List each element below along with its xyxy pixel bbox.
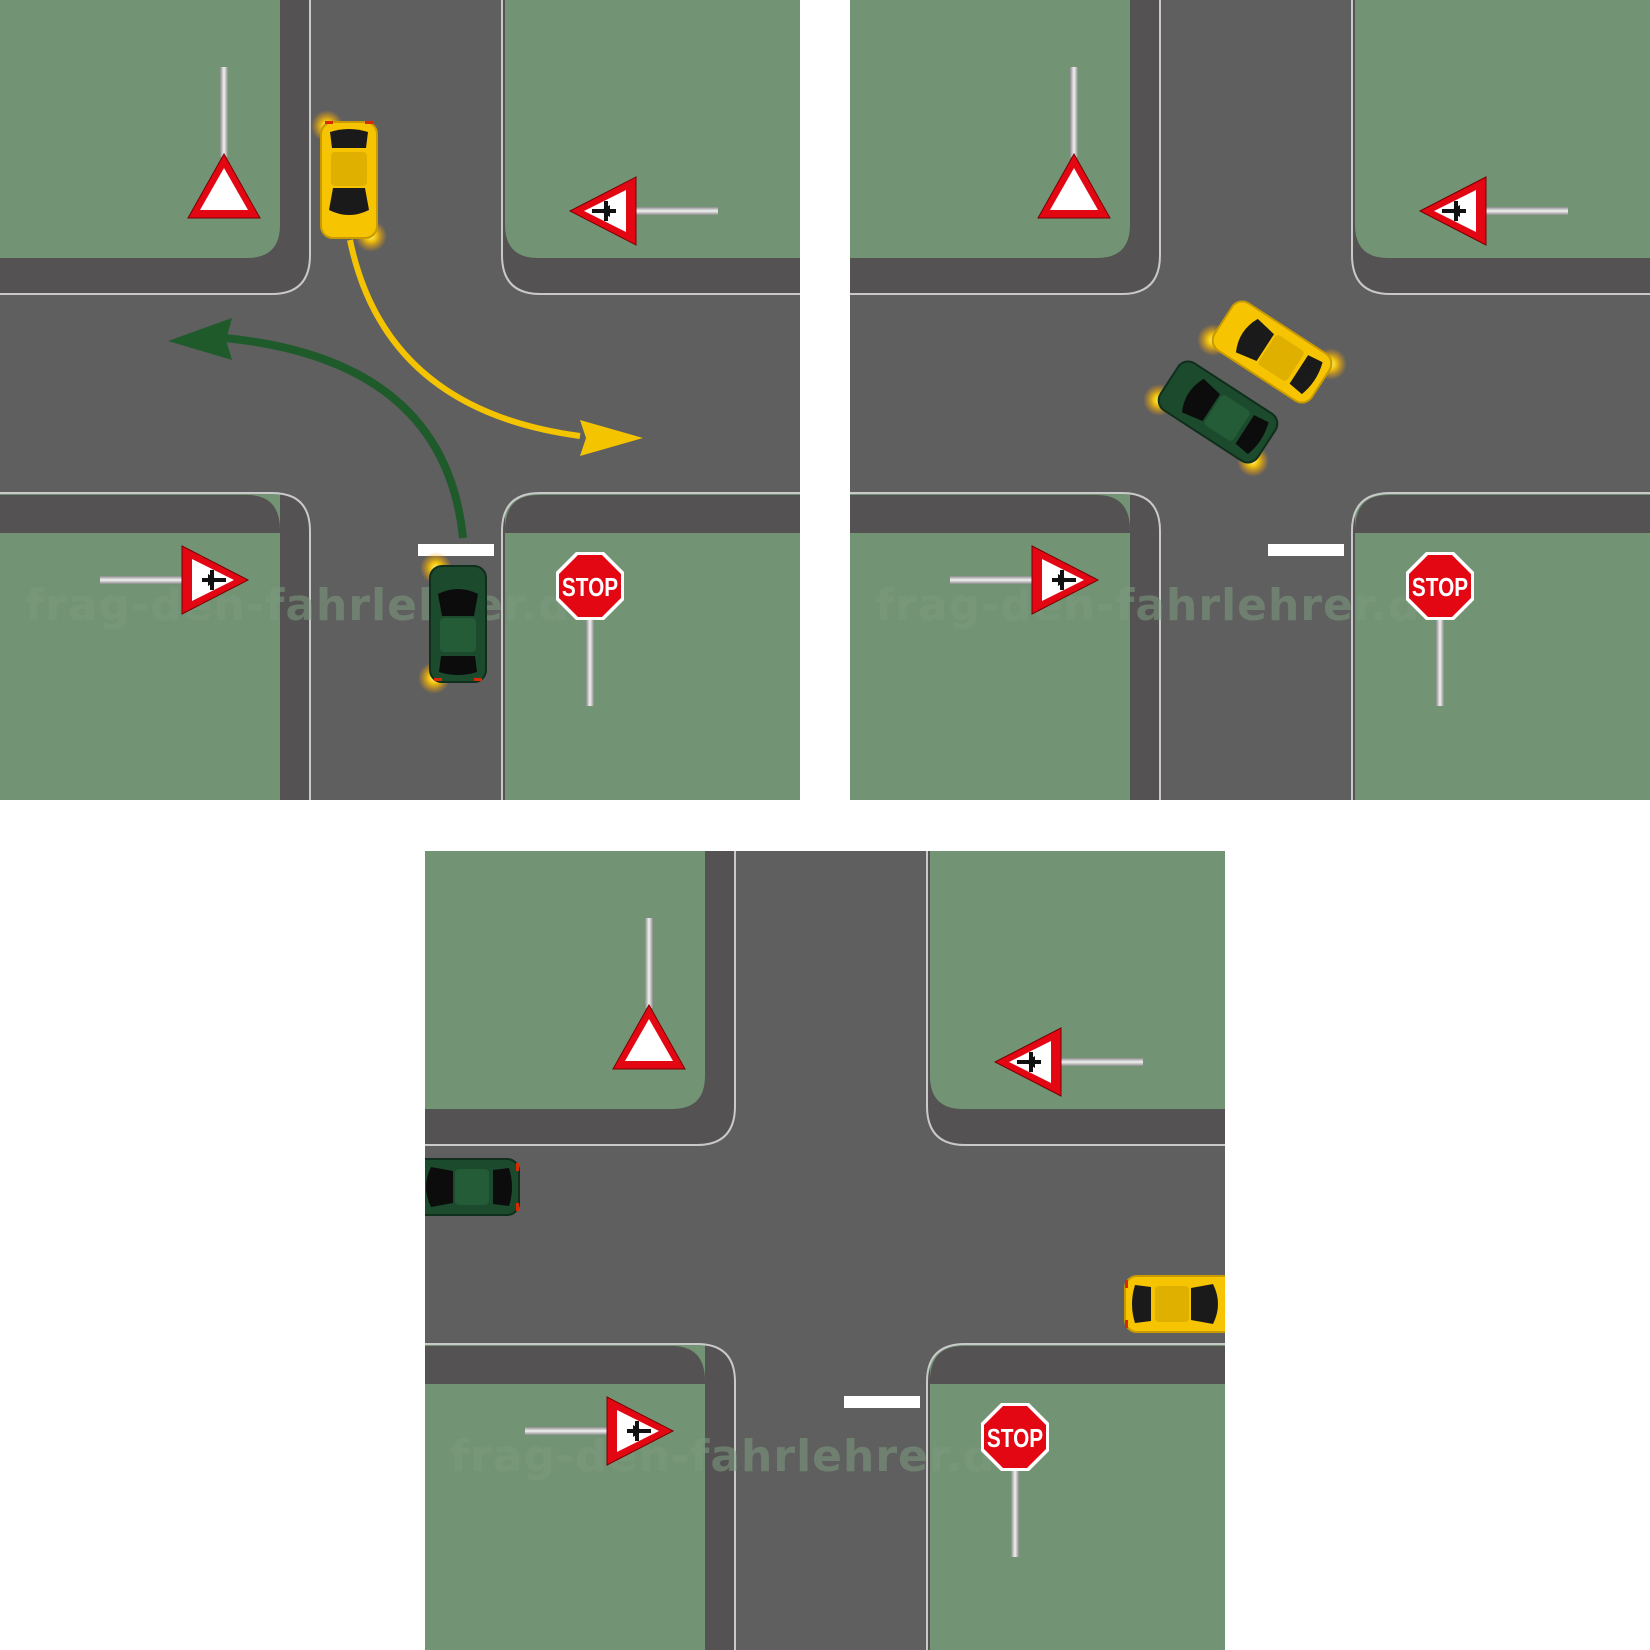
yellow-path [347, 239, 643, 456]
priority-sign-west [525, 1396, 674, 1466]
stop-sign: STOP [981, 1403, 1049, 1557]
priority-sign-west [100, 545, 249, 615]
stop-line [1268, 544, 1344, 556]
green-car [1143, 360, 1279, 477]
scene-3: frag-den-fahrlehrer.de STOP [425, 851, 1225, 1650]
yellow-car [1197, 300, 1347, 404]
yellow-car [1124, 1275, 1225, 1333]
scene-1: frag-den-fahrlehrer.de STOP [0, 0, 800, 800]
stop-line [844, 1396, 920, 1408]
priority-sign-west [950, 545, 1099, 615]
yield-sign [1037, 67, 1111, 219]
priority-sign-east [1419, 176, 1568, 246]
watermark: frag-den-fahrlehrer.de [875, 580, 1451, 631]
watermark: frag-den-fahrlehrer.de [25, 580, 601, 631]
yield-sign [612, 918, 686, 1070]
green-path [168, 318, 467, 539]
yellow-car [311, 110, 387, 252]
intersection-roads [425, 851, 1225, 1650]
yield-sign [187, 67, 261, 219]
green-car [418, 552, 487, 694]
stop-sign-label: STOP [1412, 573, 1468, 602]
stop-sign: STOP [556, 552, 624, 706]
scene-2: frag-den-fahrlehrer.de STOP [850, 0, 1650, 800]
priority-sign-east [994, 1027, 1143, 1097]
stop-sign-label: STOP [562, 573, 618, 602]
stop-sign: STOP [1406, 552, 1474, 706]
stop-sign-label: STOP [987, 1424, 1043, 1453]
watermark: frag-den-fahrlehrer.de [450, 1431, 1026, 1482]
green-car [425, 1158, 520, 1216]
priority-sign-east [569, 176, 718, 246]
